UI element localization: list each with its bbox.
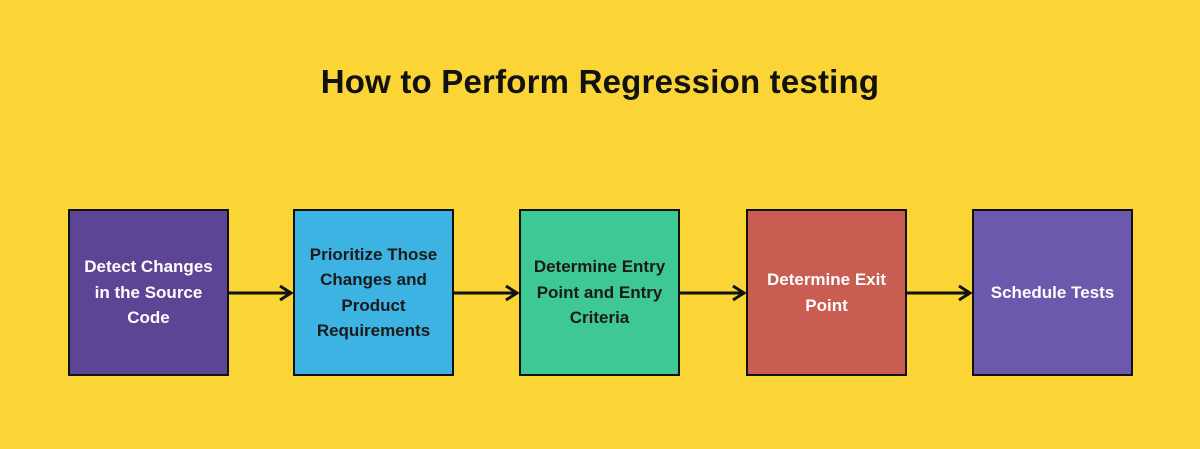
flow-node-schedule-tests[interactable]: Schedule Tests: [972, 209, 1133, 376]
flow-node-determine-entry-point[interactable]: Determine Entry Point and Entry Criteria: [519, 209, 680, 376]
flow-node-label: Detect Changes in the Source Code: [84, 257, 213, 328]
arrow-right-icon: [227, 284, 293, 302]
flow-node-label: Prioritize Those Changes and Product Req…: [309, 244, 438, 341]
flow-node-label: Determine Entry Point and Entry Criteria: [533, 257, 666, 328]
flow-node-detect-changes[interactable]: Detect Changes in the Source Code: [68, 209, 229, 376]
flow-connector-4: [906, 284, 972, 302]
flow-node-determine-exit-point[interactable]: Determine Exit Point: [746, 209, 907, 376]
flow-node-label: Schedule Tests: [990, 282, 1115, 302]
flow-node-prioritize-changes[interactable]: Prioritize Those Changes and Product Req…: [293, 209, 454, 376]
page-title: How to Perform Regression testing: [320, 63, 880, 100]
flowchart: Detect Changes in the Source Code Priori…: [68, 209, 1133, 377]
flow-connector-2: [453, 284, 519, 302]
arrow-right-icon: [680, 284, 746, 302]
flow-node-label: Determine Exit Point: [766, 270, 887, 315]
flow-connector-1: [227, 284, 293, 302]
flow-connector-3: [680, 284, 746, 302]
arrow-right-icon: [453, 284, 519, 302]
arrow-right-icon: [906, 284, 972, 302]
